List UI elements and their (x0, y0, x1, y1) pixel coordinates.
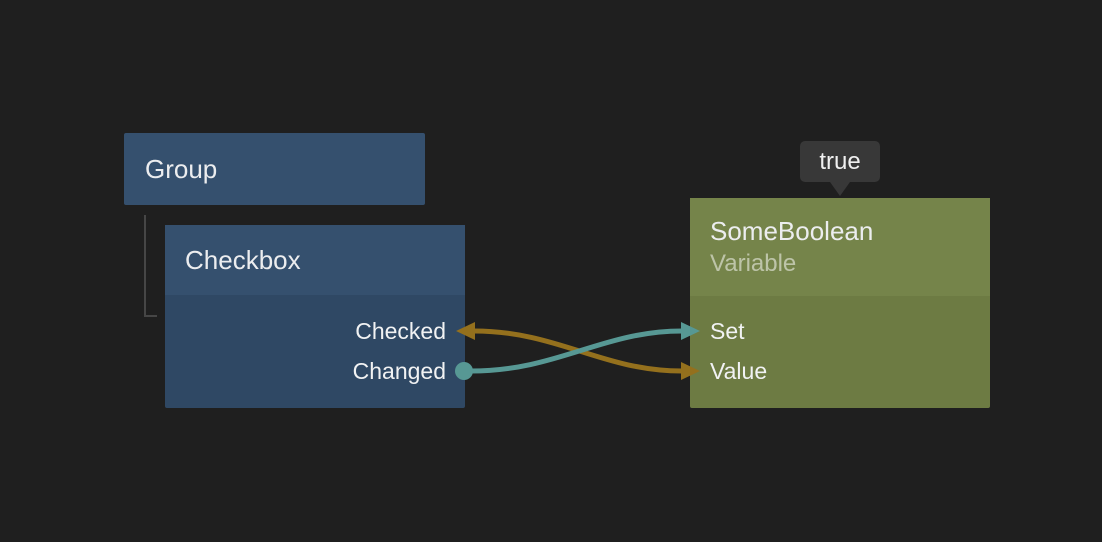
port-changed[interactable]: Changed (352, 358, 446, 384)
checkbox-node-body: Checked Changed (165, 295, 465, 391)
hierarchy-connector-vertical-line (144, 215, 146, 317)
variable-node-body: Set Value (690, 296, 990, 391)
variable-node-subtitle: Variable (710, 250, 797, 277)
hierarchy-connector-elbow-line (144, 315, 157, 317)
variable-node-title: SomeBoolean (710, 216, 874, 246)
checkbox-node-title: Checkbox (185, 244, 301, 275)
wire-changed-to-set[interactable] (470, 328, 683, 374)
variable-node-header[interactable]: SomeBoolean Variable (690, 198, 990, 296)
variable-value-tooltip: true (800, 141, 880, 196)
variable-value-tooltip-text: true (819, 147, 861, 175)
port-checked[interactable]: Checked (355, 318, 446, 344)
checkbox-node-header[interactable]: Checkbox (165, 225, 465, 295)
port-set[interactable]: Set (710, 318, 745, 344)
node-group[interactable]: Group (124, 133, 425, 205)
group-node-title: Group (145, 153, 218, 184)
tooltip-tail-icon (830, 182, 850, 196)
node-someboolean-variable[interactable]: SomeBoolean Variable Set Value (690, 198, 990, 408)
wire-checked-to-value[interactable] (473, 328, 683, 374)
port-value[interactable]: Value (710, 358, 768, 384)
node-checkbox[interactable]: Checkbox Checked Changed (165, 225, 465, 408)
